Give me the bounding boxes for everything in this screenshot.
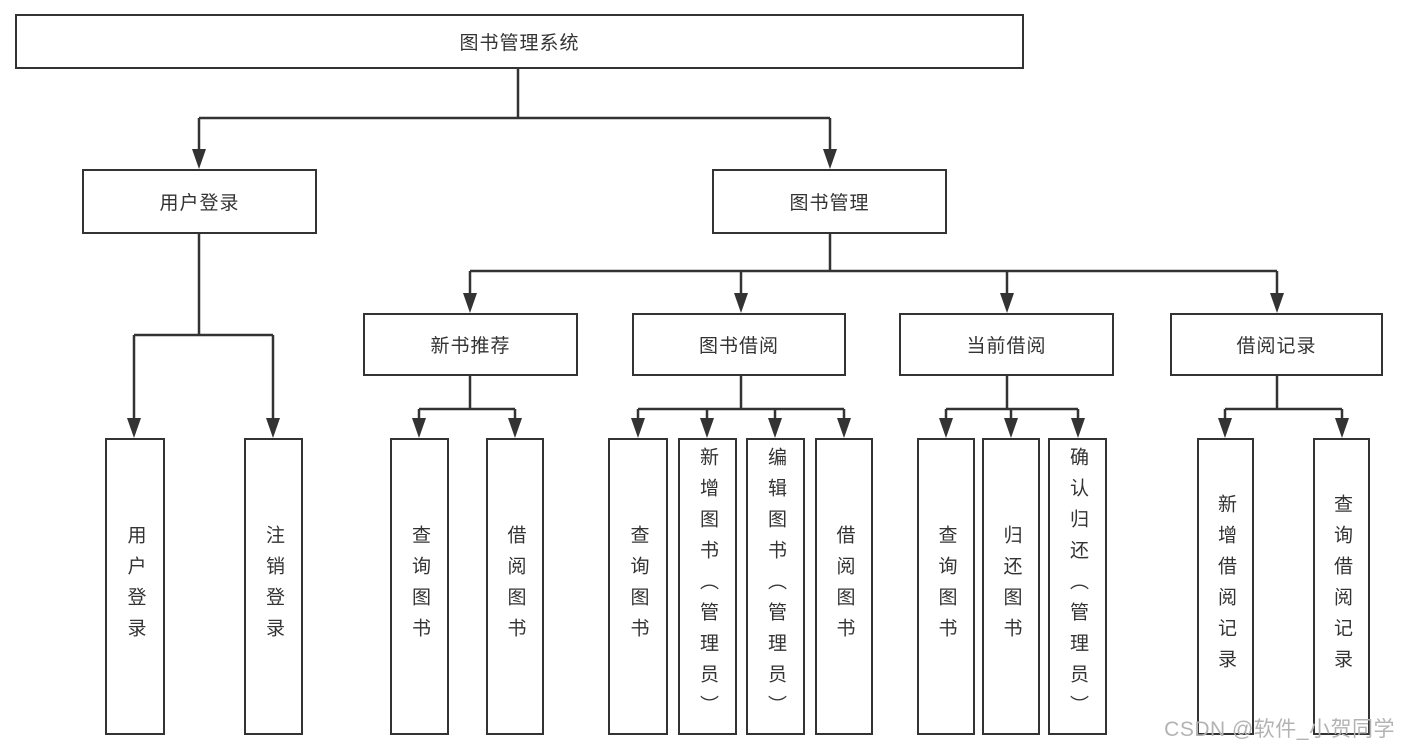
leaf-edit-book-admin: 编辑图书（管理员）: [746, 438, 805, 735]
leaf-confirm-return-admin: 确认归还（管理员）: [1048, 438, 1107, 735]
node-label: 新书推荐: [430, 336, 511, 357]
node-label: 查询借阅记录: [1331, 493, 1352, 680]
leaf-borrow-books-recommendation: 借阅图书: [486, 438, 544, 735]
csdn-watermark: CSDN @软件_小贺同学: [1164, 718, 1395, 741]
node-label: 新增借阅记录: [1215, 493, 1236, 680]
node-label: 用户登录: [124, 524, 146, 649]
node-label: 查询图书: [409, 524, 430, 649]
node-label: 确认归还（管理员）: [1067, 447, 1088, 726]
node-label: 借阅图书: [504, 524, 526, 649]
node-label: 借阅记录: [1236, 336, 1317, 357]
node-label: 图书借阅: [698, 336, 779, 357]
node-label: 查询图书: [935, 524, 957, 649]
node-label: 归还图书: [1000, 524, 1022, 649]
node-label: 图书管理: [789, 193, 870, 214]
node-label: 用户登录: [159, 193, 240, 214]
leaf-query-borrow-record: 查询借阅记录: [1313, 438, 1370, 735]
leaf-add-borrow-record: 新增借阅记录: [1197, 438, 1254, 735]
node-label: 新增图书（管理员）: [697, 447, 718, 726]
leaf-return-books: 归还图书: [982, 438, 1040, 735]
node-borrowing-records: 借阅记录: [1170, 313, 1383, 376]
node-label: 借阅图书: [833, 524, 855, 649]
leaf-user-login: 用户登录: [105, 438, 165, 735]
connector-lines: [132, 68, 1344, 421]
node-label: 当前借阅: [966, 336, 1047, 357]
node-book-borrowing: 图书借阅: [632, 313, 846, 376]
node-label: 图书管理系统: [459, 33, 580, 54]
leaf-query-books-borrowing: 查询图书: [608, 438, 668, 735]
node-user-login: 用户登录: [82, 169, 317, 234]
node-label: 注销登录: [263, 524, 284, 649]
leaf-query-books-current: 查询图书: [917, 438, 975, 735]
node-label: 查询图书: [627, 524, 649, 649]
node-label: 编辑图书（管理员）: [765, 447, 786, 726]
node-book-management: 图书管理: [712, 169, 947, 234]
leaf-logout: 注销登录: [244, 438, 303, 735]
node-new-book-recommendation: 新书推荐: [363, 313, 578, 376]
connector-arrows: [127, 149, 1349, 438]
node-library-management-system: 图书管理系统: [15, 14, 1024, 69]
leaf-query-books-recommendation: 查询图书: [390, 438, 449, 735]
node-current-borrowing: 当前借阅: [899, 313, 1114, 376]
leaf-add-book-admin: 新增图书（管理员）: [678, 438, 737, 735]
leaf-borrow-books-borrowing: 借阅图书: [815, 438, 873, 735]
